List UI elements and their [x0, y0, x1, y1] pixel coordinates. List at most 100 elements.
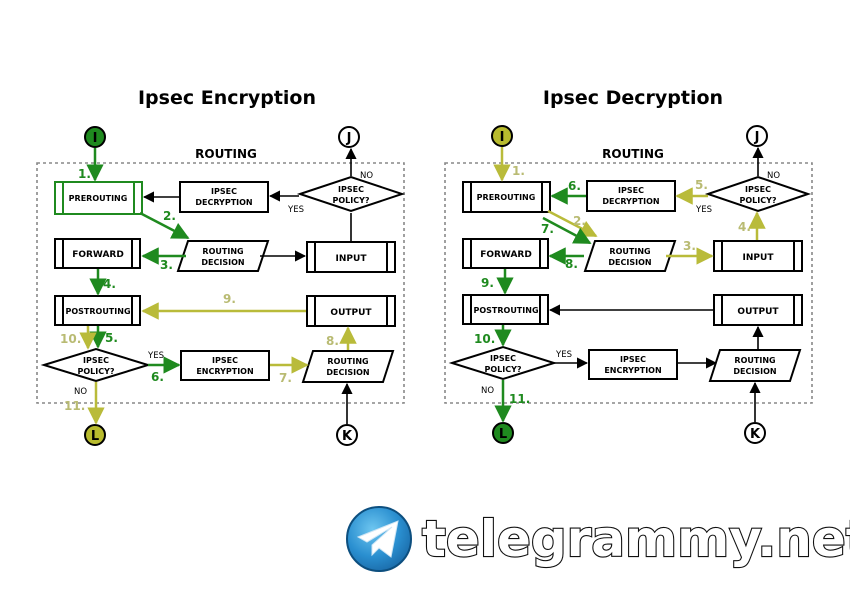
right-title: Ipsec Decryption: [543, 87, 723, 109]
left-node-input: INPUT: [306, 241, 396, 273]
left-step-1: 1.: [78, 167, 91, 181]
right-circle-I: I: [491, 125, 513, 147]
left-top-yes: YES: [287, 205, 304, 215]
left-step-9: 9.: [223, 292, 236, 306]
left-node-ipsec-policy-bottom: IPSEC POLICY?: [40, 347, 152, 383]
left-arrows: [79, 147, 357, 425]
left-node-forward: FORWARD: [54, 238, 141, 269]
right-node-routing-decision-bottom: ROUTING DECISION: [708, 349, 802, 382]
svg-text:ENCRYPTION: ENCRYPTION: [196, 367, 253, 376]
svg-text:POLICY?: POLICY?: [739, 196, 776, 205]
right-node-forward: FORWARD: [462, 238, 549, 269]
left-bottom-yes: YES: [147, 351, 164, 361]
right-step-9: 9.: [481, 276, 494, 290]
svg-text:DECISION: DECISION: [201, 258, 244, 267]
left-step-11: 11.: [64, 399, 85, 413]
right-node-input: INPUT: [713, 240, 803, 272]
left-circle-I: I: [84, 126, 106, 148]
right-step-4: 4.: [738, 220, 751, 234]
right-node-output: OUTPUT: [713, 294, 803, 326]
left-step-8: 8.: [326, 334, 339, 348]
svg-text:POLICY?: POLICY?: [332, 196, 369, 205]
right-step-11: 11.: [509, 392, 530, 406]
right-arrows: [493, 146, 766, 423]
right-circle-L: L: [492, 422, 514, 444]
svg-text:INPUT: INPUT: [743, 253, 775, 263]
svg-text:IPSEC: IPSEC: [618, 186, 644, 195]
right-node-routing-decision-mid: ROUTING DECISION: [583, 240, 677, 272]
left-node-ipsec-encryption: IPSEC ENCRYPTION: [180, 350, 270, 381]
right-diagram: Ipsec Decryption ROUTING I J L K PREROUT…: [444, 87, 813, 444]
svg-text:PREROUTING: PREROUTING: [477, 193, 536, 202]
left-node-ipsec-decryption: IPSEC DECRYPTION: [179, 181, 269, 213]
left-step-10: 10.: [60, 332, 81, 346]
right-node-ipsec-policy-top: IPSEC POLICY?: [704, 175, 812, 213]
left-step-6: 6.: [151, 370, 164, 384]
right-node-ipsec-policy-bottom: IPSEC POLICY?: [448, 345, 558, 381]
watermark-text: telegrammy.net: [422, 510, 850, 568]
right-node-ipsec-encryption: IPSEC ENCRYPTION: [588, 349, 678, 380]
right-circle-J: J: [746, 125, 768, 147]
svg-text:FORWARD: FORWARD: [72, 250, 124, 260]
right-step-7: 7.: [541, 222, 554, 236]
right-node-prerouting: PREROUTING: [462, 181, 551, 213]
left-title: Ipsec Encryption: [138, 87, 316, 109]
svg-text:ROUTING: ROUTING: [202, 247, 243, 256]
svg-text:K: K: [342, 429, 353, 444]
right-step-3: 3.: [683, 239, 696, 253]
svg-text:I: I: [93, 131, 98, 146]
svg-text:POSTROUTING: POSTROUTING: [473, 306, 538, 315]
left-circle-L: L: [84, 424, 106, 446]
right-step-8: 8.: [565, 257, 578, 271]
svg-text:J: J: [754, 130, 760, 145]
right-step-2: 2.: [573, 214, 586, 228]
right-node-ipsec-decryption: IPSEC DECRYPTION: [586, 180, 676, 212]
svg-text:ROUTING: ROUTING: [734, 356, 775, 365]
right-routing-label: ROUTING: [602, 147, 664, 161]
right-top-yes: YES: [695, 205, 712, 215]
svg-text:K: K: [750, 427, 761, 442]
left-routing-frame: [36, 162, 405, 404]
left-node-output: OUTPUT: [306, 295, 396, 327]
left-node-prerouting: PREROUTING: [54, 181, 143, 215]
left-step-4: 4.: [103, 277, 116, 291]
svg-text:IPSEC: IPSEC: [212, 356, 238, 365]
left-routing-label: ROUTING: [195, 147, 257, 161]
svg-text:DECISION: DECISION: [733, 367, 776, 376]
svg-text:DECISION: DECISION: [326, 368, 369, 377]
right-step-1: 1.: [512, 164, 525, 178]
svg-text:L: L: [499, 427, 507, 442]
svg-text:ROUTING: ROUTING: [609, 247, 650, 256]
svg-text:IPSEC: IPSEC: [490, 354, 516, 363]
svg-text:DECISION: DECISION: [608, 258, 651, 267]
svg-text:ROUTING: ROUTING: [327, 357, 368, 366]
svg-text:IPSEC: IPSEC: [83, 356, 109, 365]
right-circle-K: K: [744, 422, 766, 444]
left-step-7: 7.: [279, 371, 292, 385]
svg-text:POLICY?: POLICY?: [484, 365, 521, 374]
left-circle-J: J: [338, 126, 360, 148]
svg-text:DECRYPTION: DECRYPTION: [602, 197, 659, 206]
left-node-ipsec-policy-top: IPSEC POLICY?: [296, 175, 406, 213]
svg-text:IPSEC: IPSEC: [620, 355, 646, 364]
svg-text:POLICY?: POLICY?: [77, 367, 114, 376]
svg-text:ENCRYPTION: ENCRYPTION: [604, 366, 661, 375]
watermark: telegrammy.net: [346, 506, 850, 572]
svg-text:IPSEC: IPSEC: [211, 187, 237, 196]
svg-text:OUTPUT: OUTPUT: [737, 307, 779, 317]
svg-text:INPUT: INPUT: [336, 254, 368, 264]
left-step-3: 3.: [160, 258, 173, 272]
right-step-6: 6.: [568, 179, 581, 193]
left-node-routing-decision-bottom: ROUTING DECISION: [301, 350, 395, 383]
right-bottom-yes: YES: [555, 350, 572, 360]
svg-text:POSTROUTING: POSTROUTING: [65, 307, 130, 316]
right-routing-frame: [444, 162, 813, 404]
svg-text:IPSEC: IPSEC: [745, 185, 771, 194]
svg-text:DECRYPTION: DECRYPTION: [195, 198, 252, 207]
left-diagram: Ipsec Encryption ROUTING I J L K PREROUT…: [36, 87, 406, 446]
svg-text:L: L: [91, 429, 99, 444]
svg-text:FORWARD: FORWARD: [480, 250, 532, 260]
svg-text:IPSEC: IPSEC: [338, 185, 364, 194]
left-circle-K: K: [336, 424, 358, 446]
